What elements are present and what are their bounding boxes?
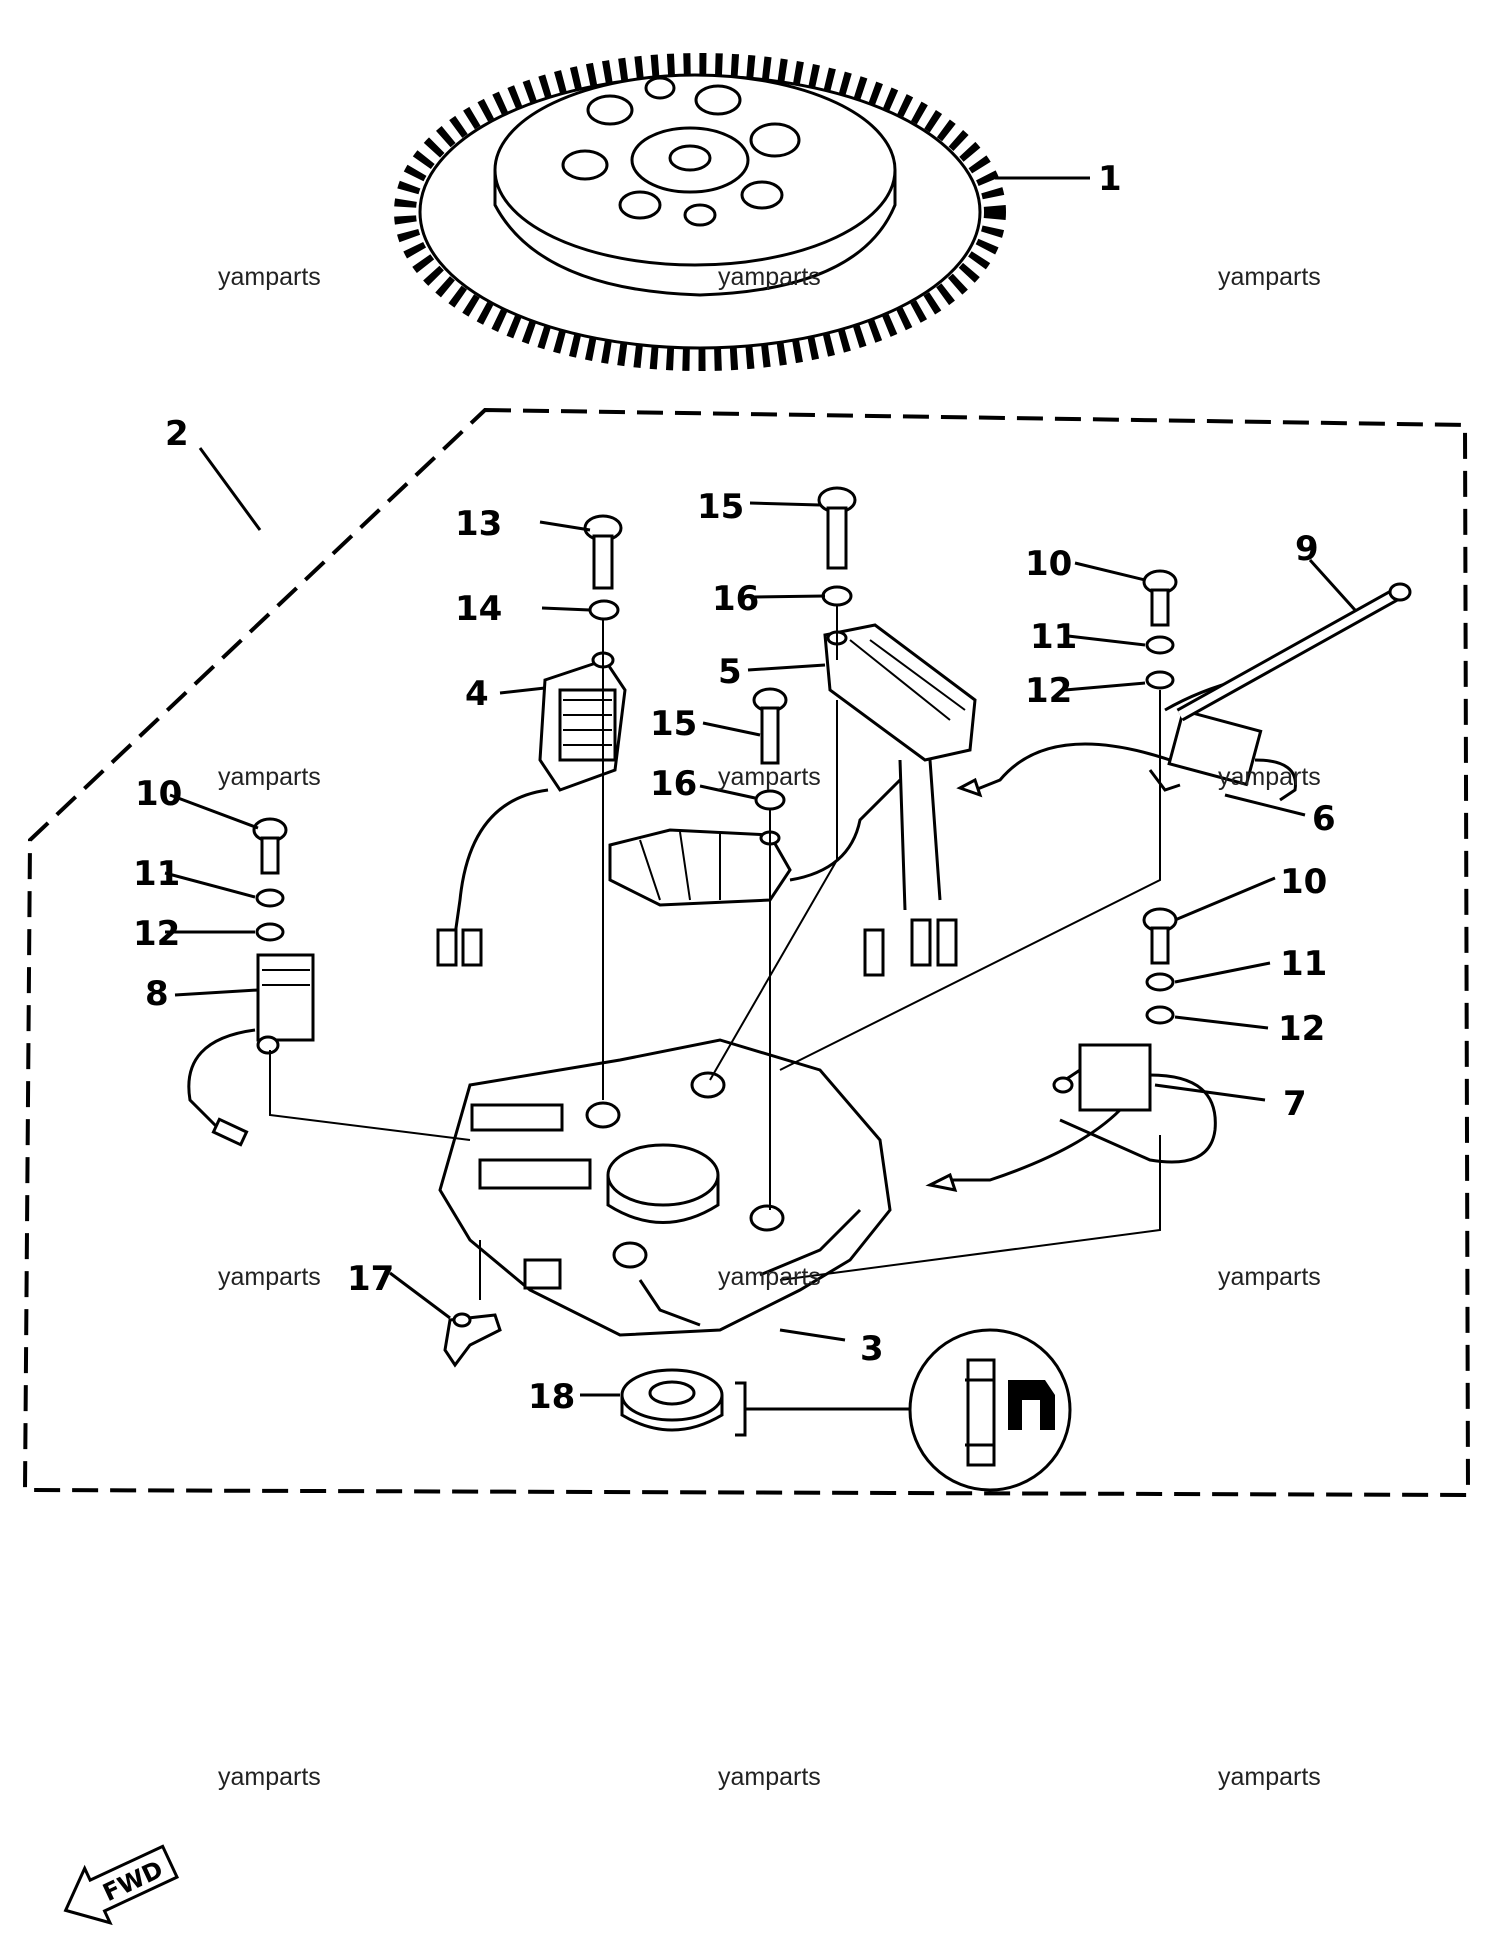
callout-18: 18	[528, 1377, 575, 1417]
watermark: yamparts	[218, 763, 321, 791]
watermark: yamparts	[1218, 1263, 1321, 1291]
coil-part-8	[187, 953, 315, 1147]
watermark: yamparts	[718, 1263, 821, 1291]
fasteners	[252, 486, 1178, 1025]
rod-part-9	[1176, 582, 1412, 722]
callout-12-lower-right: 12	[1278, 1009, 1325, 1049]
callout-10-left: 10	[135, 774, 182, 814]
clip-part-17	[443, 1312, 502, 1368]
callout-14: 14	[455, 589, 502, 629]
callout-12-top-right: 12	[1025, 671, 1072, 711]
watermark: yamparts	[218, 263, 321, 291]
watermarks: yamparts yamparts yamparts yamparts yamp…	[218, 263, 1321, 1791]
callout-1: 1	[1098, 159, 1122, 199]
callout-labels: 1 2 3 4 5 6 7 8 9 10 10 10 11 11 11 12 1…	[133, 159, 1336, 1417]
stator-assembly-outline	[22, 407, 1471, 1498]
callout-3: 3	[860, 1329, 884, 1369]
callout-12-left: 12	[133, 914, 180, 954]
callout-11-top-right: 11	[1030, 617, 1077, 657]
callout-17: 17	[347, 1259, 394, 1299]
callout-16-top: 16	[712, 579, 759, 619]
callout-7: 7	[1283, 1084, 1307, 1124]
watermark: yamparts	[1218, 263, 1321, 291]
callout-11-left: 11	[133, 854, 180, 894]
callout-15-top: 15	[697, 487, 744, 527]
seal-detail-view	[908, 1328, 1072, 1492]
coil-part-7	[925, 1043, 1217, 1192]
callout-10-lower-right: 10	[1280, 862, 1327, 902]
base-plate	[438, 1038, 892, 1337]
seal-part-18	[620, 1368, 747, 1437]
callout-9: 9	[1295, 529, 1319, 569]
watermark: yamparts	[218, 1763, 321, 1791]
callout-8: 8	[145, 974, 169, 1014]
callout-16-middle: 16	[650, 764, 697, 804]
callout-4: 4	[465, 674, 489, 714]
watermark: yamparts	[1218, 1763, 1321, 1791]
watermark: yamparts	[218, 1263, 321, 1291]
flywheel	[394, 53, 1006, 371]
callout-15-middle: 15	[650, 704, 697, 744]
leader-lines	[164, 176, 1357, 1411]
fwd-arrow: FWD	[63, 1844, 180, 1926]
callout-2: 2	[165, 414, 189, 454]
callout-11-lower-right: 11	[1280, 944, 1327, 984]
watermark: yamparts	[718, 763, 821, 791]
callout-5: 5	[718, 652, 742, 692]
coil-part-5	[608, 623, 977, 977]
watermark: yamparts	[718, 1763, 821, 1791]
watermark: yamparts	[1218, 763, 1321, 791]
callout-13: 13	[455, 504, 502, 544]
callout-10-top-right: 10	[1025, 544, 1072, 584]
callout-6: 6	[1312, 799, 1336, 839]
watermark: yamparts	[718, 263, 821, 291]
